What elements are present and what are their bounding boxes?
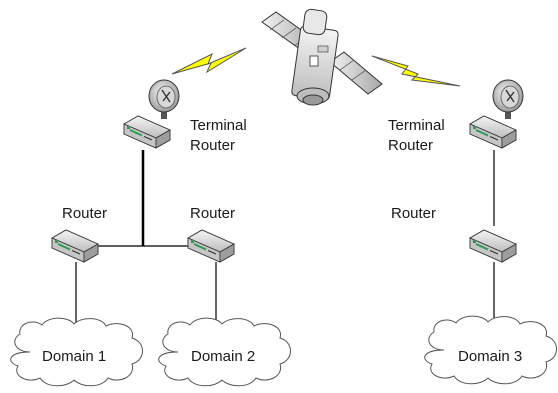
router-right-icon xyxy=(469,229,517,263)
wireless-link-right-icon xyxy=(371,55,461,87)
wireless-link-left-icon xyxy=(171,47,247,75)
router-right-label: Router xyxy=(391,205,437,222)
router-mid-label: Router xyxy=(190,205,236,222)
satellite-icon xyxy=(261,8,383,106)
domain-3-label: Domain 3 xyxy=(458,348,523,365)
satellite-dish-icon xyxy=(148,79,180,120)
router-left-icon xyxy=(51,229,99,263)
satellite-dish-icon xyxy=(492,79,524,120)
router-icon xyxy=(123,115,171,149)
connection-lines xyxy=(75,150,495,325)
domain-1-label: Domain 1 xyxy=(42,348,107,365)
terminal-router-left xyxy=(123,79,180,149)
router-mid-icon xyxy=(187,229,235,263)
terminal-router-right-label: Terminal Router xyxy=(388,117,445,154)
router-left-label: Router xyxy=(62,205,108,222)
terminal-router-right xyxy=(469,79,524,149)
router-icon xyxy=(469,115,517,149)
terminal-router-left-label: Terminal Router xyxy=(190,117,247,154)
domain-2-label: Domain 2 xyxy=(191,348,256,365)
